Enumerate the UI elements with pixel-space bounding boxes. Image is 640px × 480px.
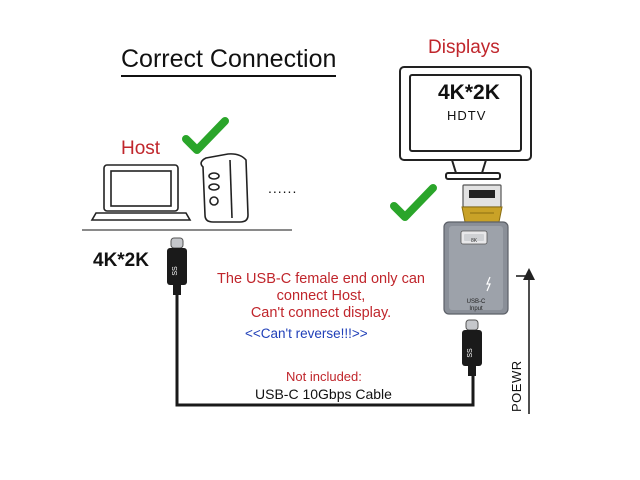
not-included-label: Not included: xyxy=(286,369,362,384)
adapter-port-label: USB-C xyxy=(467,299,486,305)
usb-c-cable xyxy=(175,295,475,407)
green-check-icon xyxy=(390,184,437,221)
lightning-icon xyxy=(486,276,491,292)
monitor-icon xyxy=(399,66,532,180)
green-check-icon xyxy=(182,117,229,154)
warning-line: Can't connect display. xyxy=(250,305,392,321)
power-label: POEWR xyxy=(509,360,524,412)
page-title: Correct Connection xyxy=(121,44,337,77)
cant-reverse-note: <<Can't reverse!!!>> xyxy=(245,326,368,341)
hdmi-plug-icon xyxy=(461,184,503,223)
svg-text:Input: Input xyxy=(469,306,483,312)
adapter-body: 8K USB-C Input xyxy=(443,221,509,315)
cable-label: USB-C 10Gbps Cable xyxy=(255,386,392,402)
adapter-logo: 8K xyxy=(471,238,478,244)
tv-model-label: HDTV xyxy=(447,108,487,123)
usb-c-plug-icon: SS xyxy=(462,319,482,376)
laptop-icon xyxy=(90,164,192,221)
warning-line: The USB-C female end only can xyxy=(217,271,425,287)
usb-c-plug-icon: SS xyxy=(167,237,187,295)
svg-text:SS: SS xyxy=(467,348,474,358)
arrow-up-icon xyxy=(516,268,535,414)
warning-line: connect Host, xyxy=(276,288,366,304)
tv-resolution-label: 4K*2K xyxy=(438,81,500,104)
desktop-tower-icon xyxy=(200,153,249,223)
warning-text: The USB-C female end only can connect Ho… xyxy=(203,271,439,322)
displays-label: Displays xyxy=(428,37,500,58)
host-resolution-label: 4K*2K xyxy=(93,250,149,271)
host-more-ellipsis: ...... xyxy=(268,180,298,196)
host-label: Host xyxy=(121,138,161,159)
svg-text:SS: SS xyxy=(172,266,179,276)
